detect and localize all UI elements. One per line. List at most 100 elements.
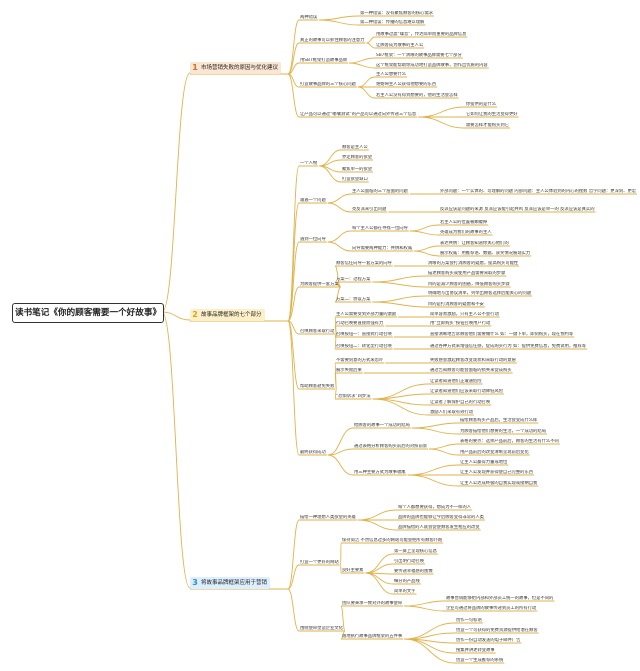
mindmap-topic-level-3[interactable]: 描绘顾客购买产品后，生活会变成什么样 — [460, 417, 538, 423]
mindmap-topic-level-1[interactable]: 一个人物 — [300, 160, 318, 166]
mindmap-topic-level-2[interactable]: 顾客信任向导一套方案的向导 — [336, 260, 392, 266]
mindmap-topic-level-2[interactable]: “恐惧诉求”四步法 — [336, 393, 371, 399]
mindmap-topic-level-3[interactable]: 失败感会激起顾客改变现状和采取行动的意愿 — [430, 357, 516, 363]
mindmap-topic-level-3[interactable]: 故事营销能够给内部和外部员工统一的故事，但是不同的 — [446, 595, 554, 601]
mindmap-topic-level-1[interactable]: 帮助顾客避免失败 — [300, 383, 335, 389]
mindmap-topic-level-2[interactable]: 不需要刻意的方式来恐吓 — [336, 357, 384, 363]
mindmap-topic-level-2[interactable]: 展示失败后果 — [336, 367, 362, 373]
mindmap-topic-level-2[interactable]: 每个人都想要获得，想成为不一样的人 — [398, 504, 472, 510]
mindmap-topic-level-3[interactable]: 简单的文字 — [394, 588, 416, 594]
mindmap-topic-level-2[interactable]: 行动召唤要直接而强有力 — [336, 320, 384, 326]
mindmap-topic-level-3[interactable]: 细分的产品线 — [394, 578, 420, 584]
mindmap-topic-level-3[interactable]: 让主人公达成终极的自我实现或接纳自我 — [460, 480, 538, 486]
mindmap-topic-level-3[interactable]: 表达共情：让顾客知道你关心他们的 — [440, 240, 509, 246]
mindmap-topic-level-3[interactable]: 让读者知道他们正遭遇危险 — [430, 378, 482, 384]
mindmap-topic-level-1[interactable]: 遭遇一个问题 — [300, 197, 326, 203]
mindmap-topic-level-3[interactable]: 让读者了解保护自己的行动召唤 — [430, 399, 491, 405]
mindmap-topic-level-3[interactable]: 目的是减少顾客的困惑，降低顾客购买步骤 — [428, 281, 510, 287]
mindmap-topic-level-2[interactable]: 保持简洁 不然信息过多的网站可能会把所有顾客吓跑 — [342, 537, 443, 543]
mindmap-topic-level-1[interactable]: 打造故事品牌的三个核心问题 — [300, 81, 356, 87]
mindmap-topic-level-3[interactable]: 英雄成为我们的故事的主人 — [440, 229, 492, 235]
mindmap-topic-level-2[interactable]: 方案一：过程方案 — [336, 276, 371, 282]
mindmap-topic-level-3[interactable]: 通过告知顾客可能会面临的损失来促成购买 — [430, 367, 512, 373]
mindmap-topic-level-3[interactable]: 用产品前后的改变清晰呈现前后变化 — [460, 449, 529, 455]
mindmap-topic-level-3[interactable]: 企业可通过将品牌的故事传递到员工的所有行动 — [446, 605, 537, 611]
mindmap-topic-level-1[interactable]: 为顾客提供一套方案 — [300, 281, 339, 287]
mindmap-topic-level-3[interactable]: 创造一个可获得的免费资源提供给潜在顾客 — [456, 627, 538, 633]
mindmap-topic-level-2[interactable]: 第二种错误：传播的信息难以理解 — [360, 19, 425, 25]
mindmap-topic-level-2[interactable]: 主人公想要什么 — [376, 71, 407, 77]
mindmap-topic-level-3[interactable]: 搜集并讲述转变故事 — [456, 647, 495, 653]
mindmap-topic-level-3[interactable]: 直接清晰地告诉顾客他们需要做什么 如：一键下单，即刻购买，现在预约等 — [430, 331, 574, 337]
mindmap-topic-level-1[interactable]: 两种错误 — [300, 14, 318, 20]
mindmap-topic-level-3[interactable]: 目的是打消顾客的疑虑和不安 — [428, 301, 484, 307]
mindmap-topic-level-3[interactable]: 激励人们采取有效行动 — [430, 409, 473, 415]
mindmap-topic-level-3[interactable]: 反派应该是问题的来源 反派应该能引起共鸣 反派应该是单一的 反派应该是真实的 — [440, 206, 595, 212]
mindmap-topic-level-2[interactable]: 让顾客成为故事的主人公 — [376, 42, 424, 48]
branch-connector-69 — [327, 454, 354, 476]
mindmap-topic-level-2[interactable]: SB7框架：一个清晰的故事品牌需要七个部分 — [376, 52, 462, 58]
mindmap-topic-level-3[interactable]: 展示权威：用推荐语、数据、获奖情况展现实力 — [440, 250, 531, 256]
mindmap-topic-level-2[interactable]: 第一种错误：没有聚焦顾客的核心需求 — [360, 10, 434, 16]
mindmap-topic-level-3[interactable]: 第一屏上呈现核心信息 — [394, 548, 437, 554]
mindmap-topic-level-2[interactable]: 品牌的品牌也能够让今后顾客变得非常的人类 — [398, 514, 484, 520]
mindmap-topic-level-3[interactable]: 创造一个生成推荐的系统 — [456, 657, 504, 663]
mindmap-topic-level-3[interactable]: 通过各种方式来增强信任感，促成购买行为 如：提供免费信息，免费试用，推荐等 — [430, 343, 587, 349]
mindmap-topic-level-2[interactable]: 它如何让我的生活变得更好 — [466, 111, 518, 117]
mindmap-topic-level-2[interactable]: 主人公需要受到外部力量的激励 — [336, 311, 397, 317]
mindmap-topic-level-1[interactable]: 遇到一位向导 — [300, 236, 326, 242]
mindmap-root-topic[interactable]: 读书笔记《你的顾客需要一个好故事》 — [12, 303, 164, 323]
mindmap-topic-level-1[interactable]: 最终获得成功 — [300, 449, 326, 455]
mindmap-topic-level-2[interactable]: 每个主人公都在寻找一位向导 — [352, 225, 408, 231]
mindmap-topic-level-2[interactable]: 打造欲望缺口 — [342, 176, 368, 182]
mindmap-topic-level-3[interactable]: 让主人公发现并获得使自己完整的东西 — [460, 469, 534, 475]
mindmap-topic-level-2[interactable]: 通过表格分析顾客购买前后的对照前景 — [354, 443, 428, 449]
mindmap-topic-level-2[interactable]: 若主人公没有得到想要的，他的生活会怎样 — [376, 92, 458, 98]
mindmap-topic-level-3[interactable]: 描述顾客购买或使用产品需要采取的步骤 — [428, 270, 506, 276]
mindmap-topic-level-2[interactable]: 顾客是主人公 — [342, 144, 368, 150]
mindmap-topic-level-2[interactable]: 团队要秉承一致对外的故事使命 — [342, 600, 403, 606]
mindmap-topic-level-2[interactable]: 谁妨碍主人公获得他想要的东西 — [376, 81, 437, 87]
mindmap-topic-level-3[interactable]: 引出明行动召唤 — [394, 558, 425, 564]
mindmap-topic-level-2[interactable]: 召唤按钮二：转化型行动召唤 — [336, 343, 392, 349]
mindmap-topic-level-3[interactable]: 表格的要点：选择产品前后，顾客的生活有什么不同 — [460, 438, 559, 444]
mindmap-topic-level-3[interactable]: 为顾客描绘他们想要的生活，一个成功的结局 — [460, 428, 546, 434]
mindmap-topic-level-2[interactable]: 召唤按钮一：直接式行动召唤 — [336, 331, 392, 337]
mindmap-topic-level-3[interactable]: 若主人公的位置被颠覆掉 — [440, 219, 488, 225]
mindmap-topic-level-3[interactable]: 外部问题：一个实体的、可理解的问题 内部问题：主人公体验到的内心的挫败 哲学问题… — [440, 188, 636, 194]
mindmap-topic-level-2[interactable]: 方案二：协议方案 — [336, 296, 371, 302]
mindmap-topic-level-3[interactable]: 让读者知道他们应该采取行动降低风险 — [430, 388, 504, 394]
mindmap-topic-level-2[interactable]: 亮反派来引出问题 — [352, 206, 387, 212]
mindmap-topic-level-2[interactable]: 给顾客的故事一个成功的结局 — [354, 422, 410, 428]
mindmap-topic-level-2[interactable]: 品牌描绘的人就会促使顾客发生相应的改变 — [398, 524, 480, 530]
mindmap-topic-level-2[interactable]: 这个框架能帮助你成功地打造品牌故事，创作出优质的内容 — [376, 62, 488, 68]
mindmap-topic-level-3[interactable]: 让主人公赢得力量或地位 — [460, 459, 508, 465]
mindmap-topic-level-2[interactable]: 落地执行故事品牌框架的五件事 — [342, 633, 403, 639]
mindmap-topic-level-2[interactable]: 聚焦单一的欲望 — [342, 166, 373, 172]
mindmap-topic-level-1[interactable]: 让产品可以通过“嘟囔测试”的产品可以通过向外传递三个信息 — [300, 111, 417, 117]
mindmap-topic-level-3[interactable]: 简单容易激励，只有主人公不会行动 — [430, 311, 499, 317]
mindmap-topic-level-2[interactable]: 用故事过滤“噪音”，传达简单而重要的品牌信息 — [376, 31, 467, 37]
mindmap-topic-level-1[interactable]: 召唤顾客采取行动 — [300, 328, 335, 334]
mindmap-topic-level-1[interactable]: 描绘一种理想人类欲望的英雄 — [300, 514, 356, 520]
mindmap-topic-level-1[interactable]: 真正的故事可以抓住顾客的注意力 — [300, 37, 365, 43]
mindmap-topic-level-3[interactable]: 清晰的方案会打消顾客的疑虑，提高购买可能性 — [428, 260, 519, 266]
mindmap-topic-level-2[interactable]: 界定顾客的欲望 — [342, 154, 373, 160]
mindmap-topic-level-3[interactable]: 创作一句标语 — [456, 617, 482, 623]
mindmap-topic-level-3[interactable]: 明确地写出协议清单，列举出顾客选择后能关心的问题 — [428, 290, 532, 296]
mindmap-topic-level-2[interactable]: 良好主要素 — [342, 567, 364, 573]
mindmap-topic-level-2[interactable]: 需要怎样才能购买到它 — [466, 122, 509, 128]
mindmap-topic-level-3[interactable]: 用“立即购买”按钮召唤用户行动 — [430, 320, 491, 326]
mindmap-topic-level-1[interactable]: 打造一个更好的网站 — [300, 559, 339, 565]
mindmap-topic-level-2[interactable]: 主人公面临的三个层面的问题 — [352, 188, 408, 194]
mindmap-topic-level-1[interactable]: 围绕使命塑造企业文化 — [300, 625, 343, 631]
mindmap-topic-level-2[interactable]: 你提供的是什么 — [466, 101, 497, 107]
mindmap-topic-level-1[interactable]: 用SB7框架打造故事品牌 — [300, 57, 348, 63]
mindmap-topic-level-2[interactable]: 向导需要两种能力：共情和权威 — [352, 245, 413, 251]
mindmap-topic-level-3[interactable]: 创作一份自动发送的电子邮件广告 — [456, 637, 521, 643]
mindmap-topic-level-2[interactable]: 用三种主要方式为故事收尾 — [354, 469, 406, 475]
mindmap-topic-level-3[interactable]: 要传递幸福感的图像 — [394, 568, 433, 574]
